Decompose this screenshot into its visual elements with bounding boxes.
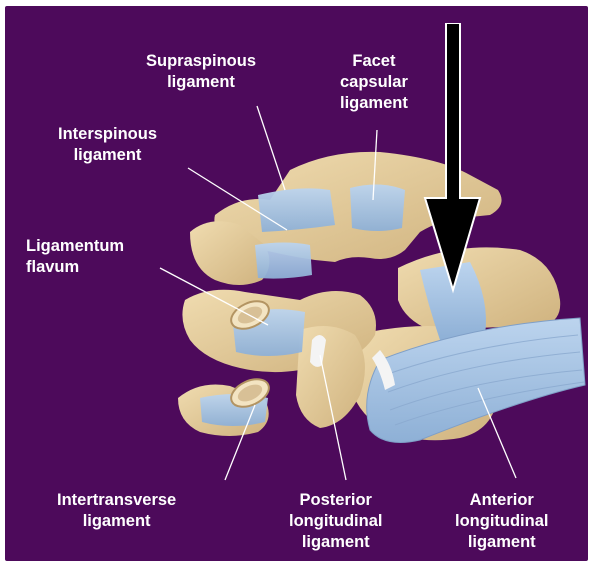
supraspinous-ligament <box>258 188 335 232</box>
pedicle-lower <box>296 326 365 428</box>
label-interspinous-ligament: Interspinous ligament <box>58 124 157 166</box>
label-anterior-longitudinal-ligament: Anterior longitudinal ligament <box>455 490 548 553</box>
label-posterior-longitudinal-ligament: Posterior longitudinal ligament <box>289 490 382 553</box>
label-supraspinous-ligament: Supraspinous ligament <box>146 51 256 93</box>
label-ligamentum-flavum: Ligamentum flavum <box>26 236 124 278</box>
label-facet-capsular-ligament: Facet capsular ligament <box>340 51 408 114</box>
facet-capsular-ligament <box>350 184 405 231</box>
label-intertransverse-ligament: Intertransverse ligament <box>57 490 176 532</box>
interspinous-ligament <box>255 243 312 279</box>
